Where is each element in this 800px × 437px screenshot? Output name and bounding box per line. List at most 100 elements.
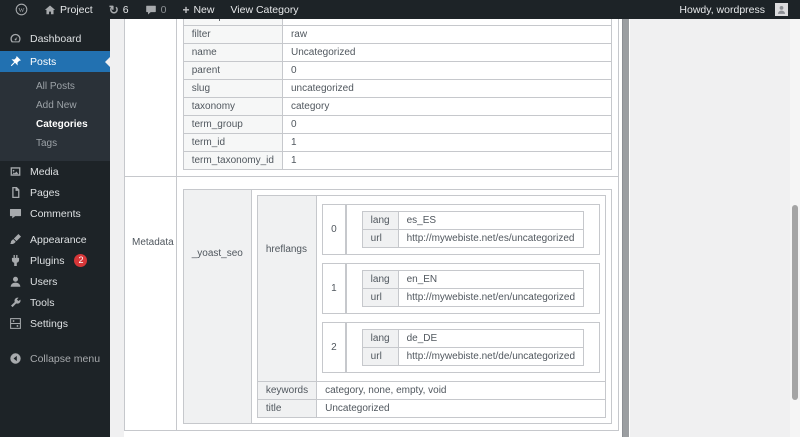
sidebar-label-plugins: Plugins (30, 254, 65, 267)
user-icon (8, 275, 22, 289)
sidebar-label-tools: Tools (30, 296, 55, 309)
page-scrollbar-thumb[interactable] (792, 205, 798, 400)
plugin-icon (8, 254, 22, 268)
lang-key: lang (361, 329, 399, 348)
hreflang-index: 1 (322, 263, 346, 314)
admin-menu: Dashboard Posts All Posts Add New Catego… (0, 19, 110, 437)
lang-value: es_ES (397, 211, 585, 230)
howdy-label: Howdy, wordpress (679, 3, 765, 16)
lang-key: lang (361, 211, 399, 230)
comments-icon (8, 207, 22, 221)
lang-key: lang (361, 270, 399, 289)
yoast-seo-value-cell: hreflangs 0 (250, 189, 613, 424)
site-name-label: Project (60, 3, 93, 16)
home-icon (44, 4, 56, 16)
sidebar-label-appearance: Appearance (30, 233, 87, 246)
comment-count: 0 (160, 3, 167, 16)
metadata-section-value-cell: _yoast_seo hreflangs (175, 176, 620, 431)
sidebar-label-settings: Settings (30, 317, 68, 330)
sidebar-item-add-new[interactable]: Add New (36, 100, 77, 111)
term-section-label-cell (124, 19, 177, 177)
url-key: url (361, 229, 399, 248)
pages-icon (8, 186, 22, 200)
term-field-key: term_group (182, 115, 283, 134)
table-row: Metadata _yoast_seo (124, 176, 620, 431)
site-name-menu[interactable]: Project (36, 0, 101, 19)
my-account-menu[interactable]: Howdy, wordpress (671, 0, 796, 19)
wrench-icon (8, 296, 22, 310)
term-field-value: Uncategorized (281, 43, 613, 62)
term-field-key: taxonomy (182, 97, 283, 116)
hreflang-index: 2 (322, 322, 346, 373)
sidebar-label-posts: Posts (30, 55, 57, 68)
wordpress-logo-icon: W (15, 3, 28, 16)
sidebar-label-comments: Comments (30, 207, 81, 220)
sidebar-item-comments[interactable]: Comments (0, 203, 110, 224)
updates-menu[interactable]: ↻ 6 (101, 0, 137, 19)
term-field-key: term_id (182, 133, 283, 152)
lang-value: de_DE (397, 329, 585, 348)
keywords-value: category, none, empty, void (316, 381, 607, 400)
comments-menu[interactable]: 0 (137, 0, 175, 19)
svg-text:W: W (18, 7, 25, 14)
sidebar-item-media[interactable]: Media (0, 161, 110, 182)
sidebar-item-categories[interactable]: Categories (36, 119, 88, 130)
sidebar-item-tools[interactable]: Tools (0, 292, 110, 313)
metadata-section-label: Metadata (124, 176, 177, 431)
sidebar-item-plugins[interactable]: Plugins 2 (0, 250, 110, 271)
view-category-label: View Category (230, 3, 299, 16)
title-value: Uncategorized (316, 399, 607, 418)
posts-submenu: All Posts Add New Categories Tags (0, 72, 110, 161)
sidebar-label-dashboard: Dashboard (30, 32, 82, 45)
term-field-value: raw (281, 25, 613, 44)
table-row: hreflangs 0 (256, 195, 607, 382)
admin-bar-left: W Project ↻ 6 0 + New (0, 0, 307, 19)
sidebar-item-appearance[interactable]: Appearance (0, 229, 110, 250)
hreflangs-key: hreflangs (256, 195, 318, 382)
sidebar-item-all-posts[interactable]: All Posts (36, 81, 75, 92)
frame-scrollbar-thumb[interactable] (622, 19, 629, 437)
sidebar-item-dashboard[interactable]: Dashboard (0, 28, 110, 49)
term-field-value: category (281, 97, 613, 116)
term-field-key: term_taxonomy_id (182, 151, 283, 170)
new-content-menu[interactable]: + New (174, 0, 222, 19)
view-category-link[interactable]: View Category (222, 0, 306, 19)
page-scrollbar[interactable] (790, 19, 800, 437)
sidebar-item-tags[interactable]: Tags (36, 138, 58, 149)
term-field-key: slug (182, 79, 283, 98)
sidebar-item-pages[interactable]: Pages (0, 182, 110, 203)
yoast-seo-table: hreflangs 0 (256, 195, 607, 418)
url-value: http://mywebiste.net/es/uncategorized (397, 229, 585, 248)
wp-logo-menu[interactable]: W (7, 0, 36, 19)
term-field-value: 0 (281, 61, 613, 80)
collapse-menu-button[interactable]: Collapse menu (0, 348, 110, 369)
term-field-value: uncategorized (281, 79, 613, 98)
sidebar-item-settings[interactable]: Settings (0, 313, 110, 334)
collapse-icon (8, 352, 22, 366)
sidebar-label-users: Users (30, 275, 58, 288)
url-key: url (361, 347, 399, 366)
sidebar-item-posts[interactable]: Posts (0, 51, 110, 72)
sidebar-item-users[interactable]: Users (0, 271, 110, 292)
